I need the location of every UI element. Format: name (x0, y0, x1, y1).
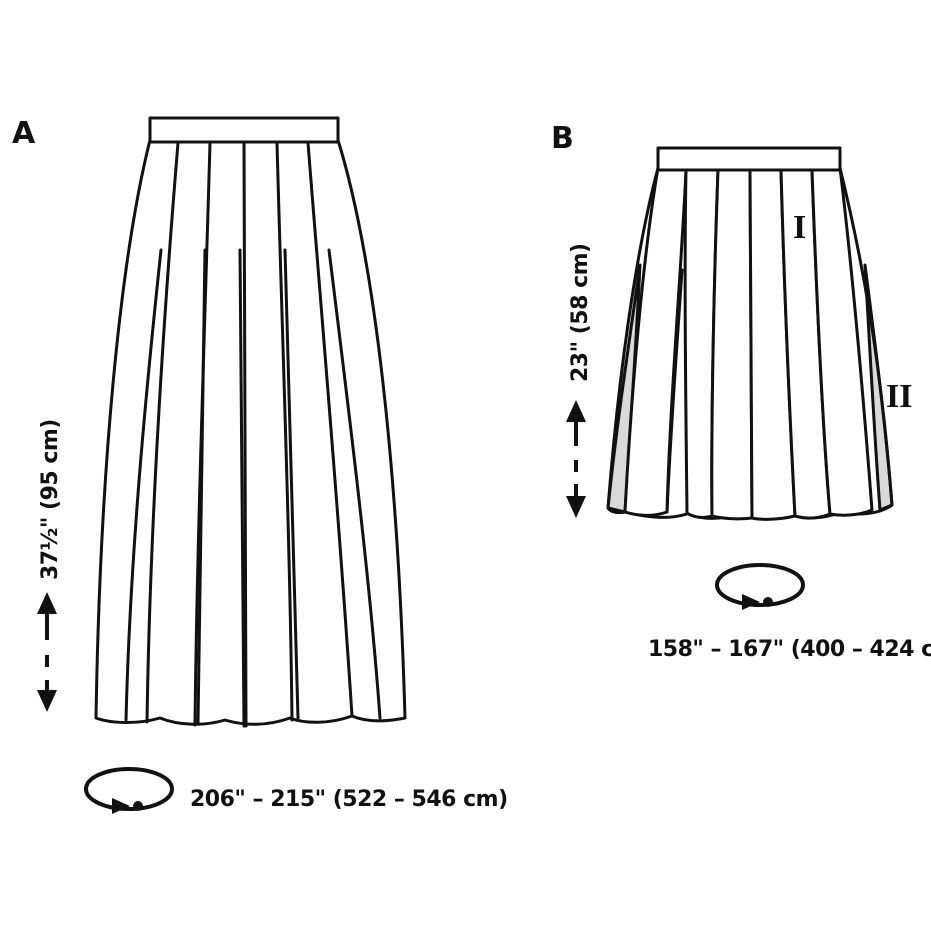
part-label-ii: II (886, 378, 912, 415)
circle-arrow-icon (84, 767, 174, 814)
pleat-panel (710, 168, 754, 521)
pleat-fold-line (238, 248, 246, 728)
pleat-fold-line (283, 248, 300, 720)
part-label-i: I (793, 209, 806, 246)
figure-b-hem-circumference: 158" – 167" (400 – 424 cm) (648, 637, 931, 662)
pleat-fold-line (124, 248, 163, 722)
figure-a-label: A (12, 116, 36, 151)
double-arrow-icon (566, 400, 586, 518)
skirt-a-drawing (94, 116, 407, 728)
pleat-fold-line (327, 248, 382, 720)
figure-a: A 37½" (95 cm) (12, 116, 508, 814)
pleat-fold-line (196, 248, 207, 726)
figure-b-label: B (551, 121, 574, 156)
waistband-a (148, 116, 340, 144)
waistband-b (656, 146, 842, 172)
pleat-panel (810, 166, 874, 517)
pleat-line (306, 141, 354, 718)
skirt-a-body (94, 138, 407, 726)
pleat-line (275, 141, 294, 722)
figure-b: B I II 23" (58 cm) (551, 121, 931, 662)
pleat-line (145, 141, 180, 724)
figure-a-hem-circumference: 206" – 215" (522 – 546 cm) (190, 787, 508, 812)
figure-b-length: 23" (58 cm) (568, 243, 593, 382)
circle-arrow-icon (715, 563, 805, 610)
pleat-line (242, 141, 248, 728)
double-arrow-icon (37, 592, 57, 712)
figure-a-length: 37½" (95 cm) (38, 419, 63, 580)
skirt-b-drawing (606, 146, 894, 521)
pleat-panel (623, 166, 688, 517)
